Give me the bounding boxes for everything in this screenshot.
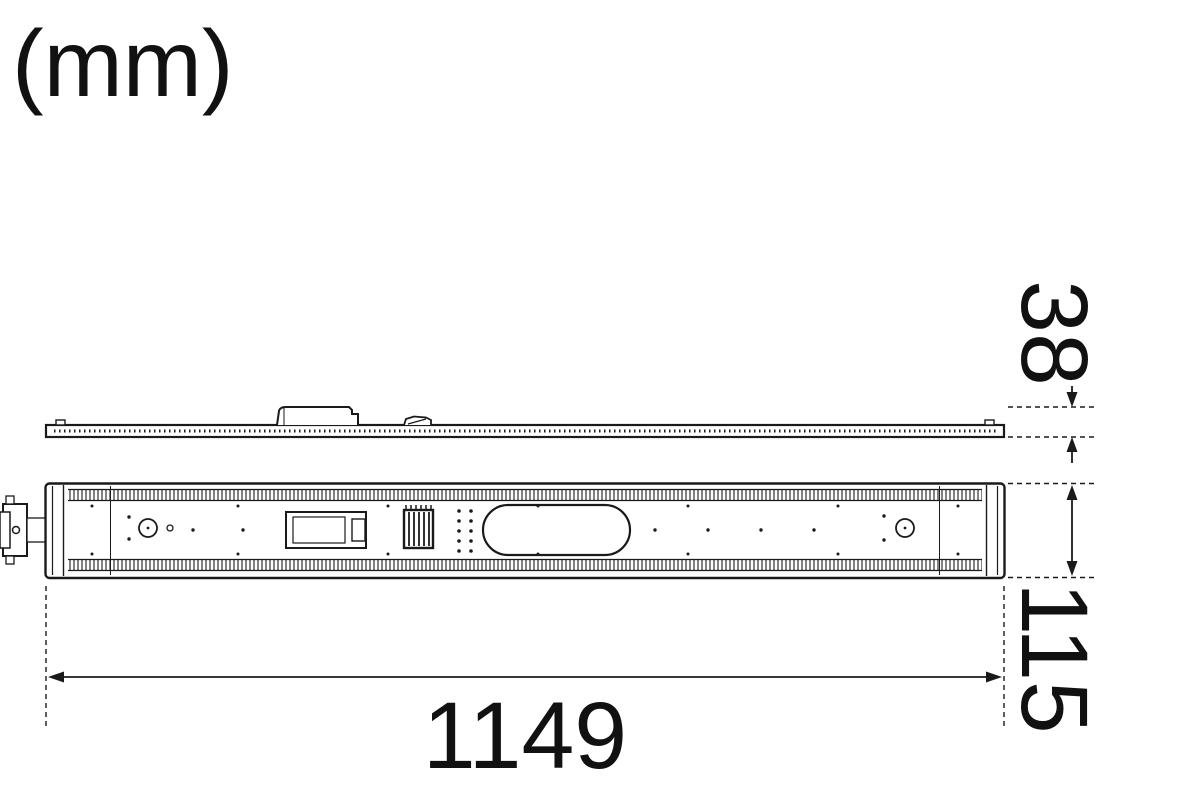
top-gear-rack [68, 488, 982, 502]
dim-height: 38 [1001, 280, 1107, 463]
side-view [44, 406, 1006, 439]
side-view-left-endcap [55, 419, 66, 426]
mounting-hole-right [882, 514, 915, 542]
dim-length: 1149 [45, 586, 1005, 789]
dim-width-arrow-down-icon [1066, 561, 1078, 576]
dim-width: 115 [1001, 482, 1107, 734]
dim-length-arrow-right-icon [986, 671, 1002, 683]
plan-view [0, 482, 1006, 580]
mounting-clip-detail [407, 418, 427, 425]
dim-width-label: 115 [1001, 582, 1107, 733]
driver-box [285, 511, 367, 549]
cable-entry-cutout [481, 503, 632, 557]
dim-height-arrow-up-icon [1066, 437, 1078, 452]
dim-length-label: 1149 [423, 683, 627, 789]
bottom-gear-rack [68, 558, 982, 572]
terminal-block [402, 505, 435, 550]
through-wiring-connector [0, 495, 46, 565]
units-label: (mm) [12, 11, 234, 117]
side-view-right-endcap [984, 419, 995, 426]
dim-height-arrow-down-icon [1066, 392, 1078, 407]
mounting-hole-left [127, 515, 174, 541]
wiring-hole-columns [457, 509, 473, 553]
dim-length-arrow-left-icon [48, 671, 64, 683]
rivet-dots [90, 504, 960, 556]
sensor-housing-bump [276, 406, 359, 426]
dim-width-arrow-up-icon [1066, 485, 1078, 500]
dim-height-label: 38 [1001, 280, 1107, 386]
